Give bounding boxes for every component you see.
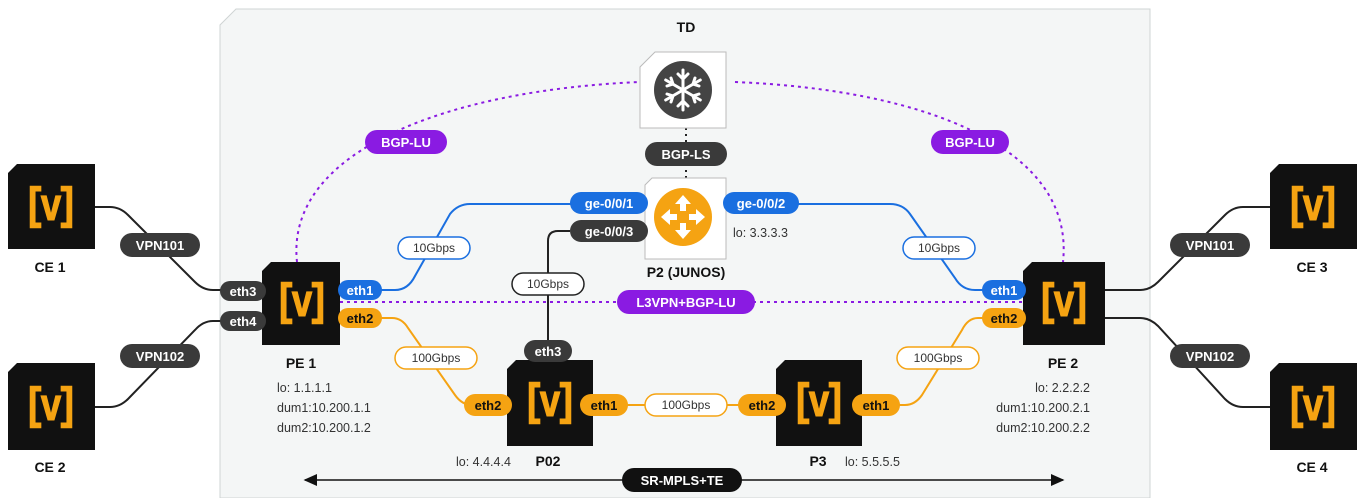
pe1-router[interactable] xyxy=(262,262,340,345)
speed-p2-p02: 10Gbps xyxy=(511,272,585,296)
ce4-router[interactable] xyxy=(1270,363,1357,450)
vpn102-right-badge: VPN102 xyxy=(1170,344,1250,368)
svg-text:eth2: eth2 xyxy=(347,311,374,326)
speed-p2-pe2: 10Gbps xyxy=(902,236,976,260)
svg-text:ge-0/0/2: ge-0/0/2 xyxy=(737,196,785,211)
pe1-eth1-badge: eth1 xyxy=(338,280,382,300)
ce1-name: CE 1 xyxy=(34,259,65,275)
pe1-eth4-badge: eth4 xyxy=(220,311,266,331)
snowflake-icon xyxy=(654,61,712,119)
svg-text:eth1: eth1 xyxy=(347,283,374,298)
svg-text:10Gbps: 10Gbps xyxy=(918,241,960,255)
pe2-router[interactable] xyxy=(1023,262,1105,345)
p2-name: P2 (JUNOS) xyxy=(647,264,726,280)
p02-eth1-badge: eth1 xyxy=(580,394,628,416)
p02-eth2-badge: eth2 xyxy=(464,394,512,416)
p2-lo: lo: 3.3.3.3 xyxy=(733,226,788,240)
sr-mpls-badge: SR-MPLS+TE xyxy=(622,468,742,492)
p3-eth1-badge: eth1 xyxy=(852,394,900,416)
ce4-name: CE 4 xyxy=(1296,459,1327,475)
ce3-router[interactable] xyxy=(1270,164,1357,249)
ce1-router[interactable] xyxy=(8,164,95,249)
pe2-eth1-badge: eth1 xyxy=(982,280,1026,300)
svg-text:BGP-LS: BGP-LS xyxy=(661,147,710,162)
domain-title: TD xyxy=(677,19,696,35)
ce2-router[interactable] xyxy=(8,363,95,450)
pe2-lo: lo: 2.2.2.2 xyxy=(1035,381,1090,395)
p3-router[interactable] xyxy=(776,360,862,446)
svg-text:eth1: eth1 xyxy=(863,398,890,413)
vpn101-right-badge: VPN101 xyxy=(1170,233,1250,257)
svg-text:10Gbps: 10Gbps xyxy=(527,277,569,291)
pe2-dum1: dum1:10.200.2.1 xyxy=(996,401,1090,415)
svg-text:eth1: eth1 xyxy=(991,283,1018,298)
p2-router-node[interactable] xyxy=(644,177,727,260)
p02-eth3-badge: eth3 xyxy=(524,340,572,362)
svg-text:eth2: eth2 xyxy=(991,311,1018,326)
controller-node[interactable] xyxy=(639,51,727,129)
svg-text:VPN101: VPN101 xyxy=(1186,238,1234,253)
svg-text:BGP-LU: BGP-LU xyxy=(381,135,431,150)
p3-lo: lo: 5.5.5.5 xyxy=(845,455,900,469)
speed-p3-pe2: 100Gbps xyxy=(896,346,980,370)
svg-text:VPN101: VPN101 xyxy=(136,238,184,253)
p3-name: P3 xyxy=(809,453,826,469)
svg-text:VPN102: VPN102 xyxy=(1186,349,1234,364)
svg-text:100Gbps: 100Gbps xyxy=(412,351,461,365)
p2-ge002-badge: ge-0/0/2 xyxy=(723,192,799,214)
ce3-name: CE 3 xyxy=(1296,259,1327,275)
pe1-name: PE 1 xyxy=(286,355,317,371)
l3vpn-badge: L3VPN+BGP-LU xyxy=(617,290,755,314)
p3-eth2-badge: eth2 xyxy=(738,394,786,416)
router-arrows-icon xyxy=(654,188,712,246)
svg-text:eth3: eth3 xyxy=(230,284,257,299)
pe1-eth2-badge: eth2 xyxy=(338,308,382,328)
svg-text:eth4: eth4 xyxy=(230,314,258,329)
p02-router[interactable] xyxy=(507,360,593,446)
vpn102-left-badge: VPN102 xyxy=(120,344,200,368)
speed-pe1-p02: 100Gbps xyxy=(394,346,478,370)
svg-text:BGP-LU: BGP-LU xyxy=(945,135,995,150)
bgp-lu-left-badge: BGP-LU xyxy=(365,130,447,154)
pe1-lo: lo: 1.1.1.1 xyxy=(277,381,332,395)
p2-ge003-badge: ge-0/0/3 xyxy=(570,220,648,242)
svg-text:VPN102: VPN102 xyxy=(136,349,184,364)
svg-text:10Gbps: 10Gbps xyxy=(413,241,455,255)
bgp-lu-arc xyxy=(295,81,1065,263)
svg-text:100Gbps: 100Gbps xyxy=(662,398,711,412)
svg-text:eth3: eth3 xyxy=(535,344,562,359)
speed-pe1-p2: 10Gbps xyxy=(397,236,471,260)
svg-text:L3VPN+BGP-LU: L3VPN+BGP-LU xyxy=(636,295,735,310)
pe1-dum2: dum2:10.200.1.2 xyxy=(277,421,371,435)
bgp-ls-badge: BGP-LS xyxy=(645,142,727,166)
p02-lo: lo: 4.4.4.4 xyxy=(456,455,511,469)
pe1-eth3-badge: eth3 xyxy=(220,281,266,301)
svg-text:ge-0/0/3: ge-0/0/3 xyxy=(585,224,633,239)
svg-text:eth2: eth2 xyxy=(749,398,776,413)
svg-text:SR-MPLS+TE: SR-MPLS+TE xyxy=(641,473,724,488)
link-p2-p02 xyxy=(547,230,570,345)
pe2-dum2: dum2:10.200.2.2 xyxy=(996,421,1090,435)
svg-text:eth1: eth1 xyxy=(591,398,618,413)
pe2-name: PE 2 xyxy=(1048,355,1079,371)
svg-text:eth2: eth2 xyxy=(475,398,502,413)
svg-text:100Gbps: 100Gbps xyxy=(914,351,963,365)
bgp-lu-right-badge: BGP-LU xyxy=(931,130,1009,154)
svg-text:ge-0/0/1: ge-0/0/1 xyxy=(585,196,633,211)
pe2-eth2-badge: eth2 xyxy=(982,308,1026,328)
speed-p02-p3: 100Gbps xyxy=(644,393,728,417)
pe1-dum1: dum1:10.200.1.1 xyxy=(277,401,371,415)
p2-ge001-badge: ge-0/0/1 xyxy=(570,192,648,214)
vpn101-left-badge: VPN101 xyxy=(120,233,200,257)
ce2-name: CE 2 xyxy=(34,459,65,475)
p02-name: P02 xyxy=(536,453,561,469)
